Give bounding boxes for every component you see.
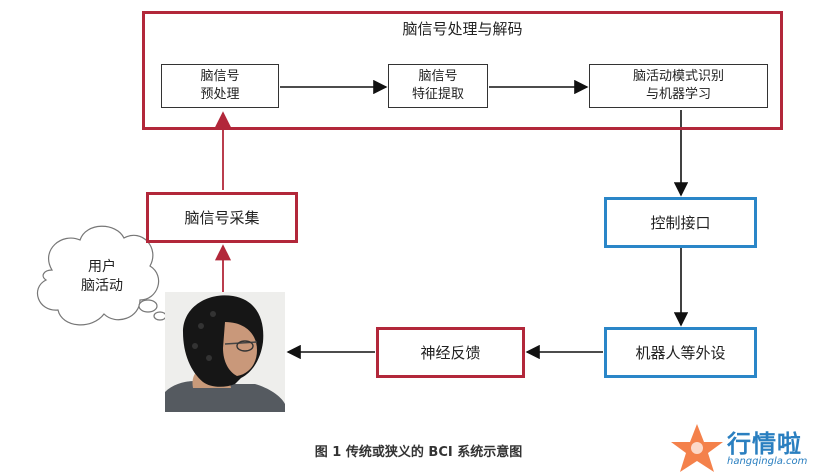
neurofeedback-box: 神经反馈: [376, 327, 525, 378]
user-photo: [165, 292, 285, 412]
thought-bubble-label: 用户 脑活动: [81, 259, 123, 294]
star-logo-icon: [671, 424, 723, 472]
watermark-brand: 行情啦: [727, 430, 802, 458]
signal-processing-frame: [142, 11, 783, 130]
thought-bubble-cloud: [36, 225, 167, 326]
figure-caption: 图 1 传统或狭义的 BCI 系统示意图: [314, 445, 523, 460]
pattern-recognition-step: 脑活动模式识别 与机器学习: [589, 64, 768, 108]
external-device-box: 机器人等外设: [604, 327, 757, 378]
signal-processing-title: 脑信号处理与解码: [402, 20, 523, 38]
signal-acquisition-box: 脑信号采集: [146, 192, 298, 243]
preprocess-step: 脑信号 预处理: [161, 64, 279, 108]
feature-extraction-step: 脑信号 特征提取: [388, 64, 488, 108]
watermark-logo: 行情啦 hangqingla.com: [667, 420, 837, 476]
watermark-url: hangqingla.com: [727, 456, 808, 467]
control-interface-box: 控制接口: [604, 197, 757, 248]
